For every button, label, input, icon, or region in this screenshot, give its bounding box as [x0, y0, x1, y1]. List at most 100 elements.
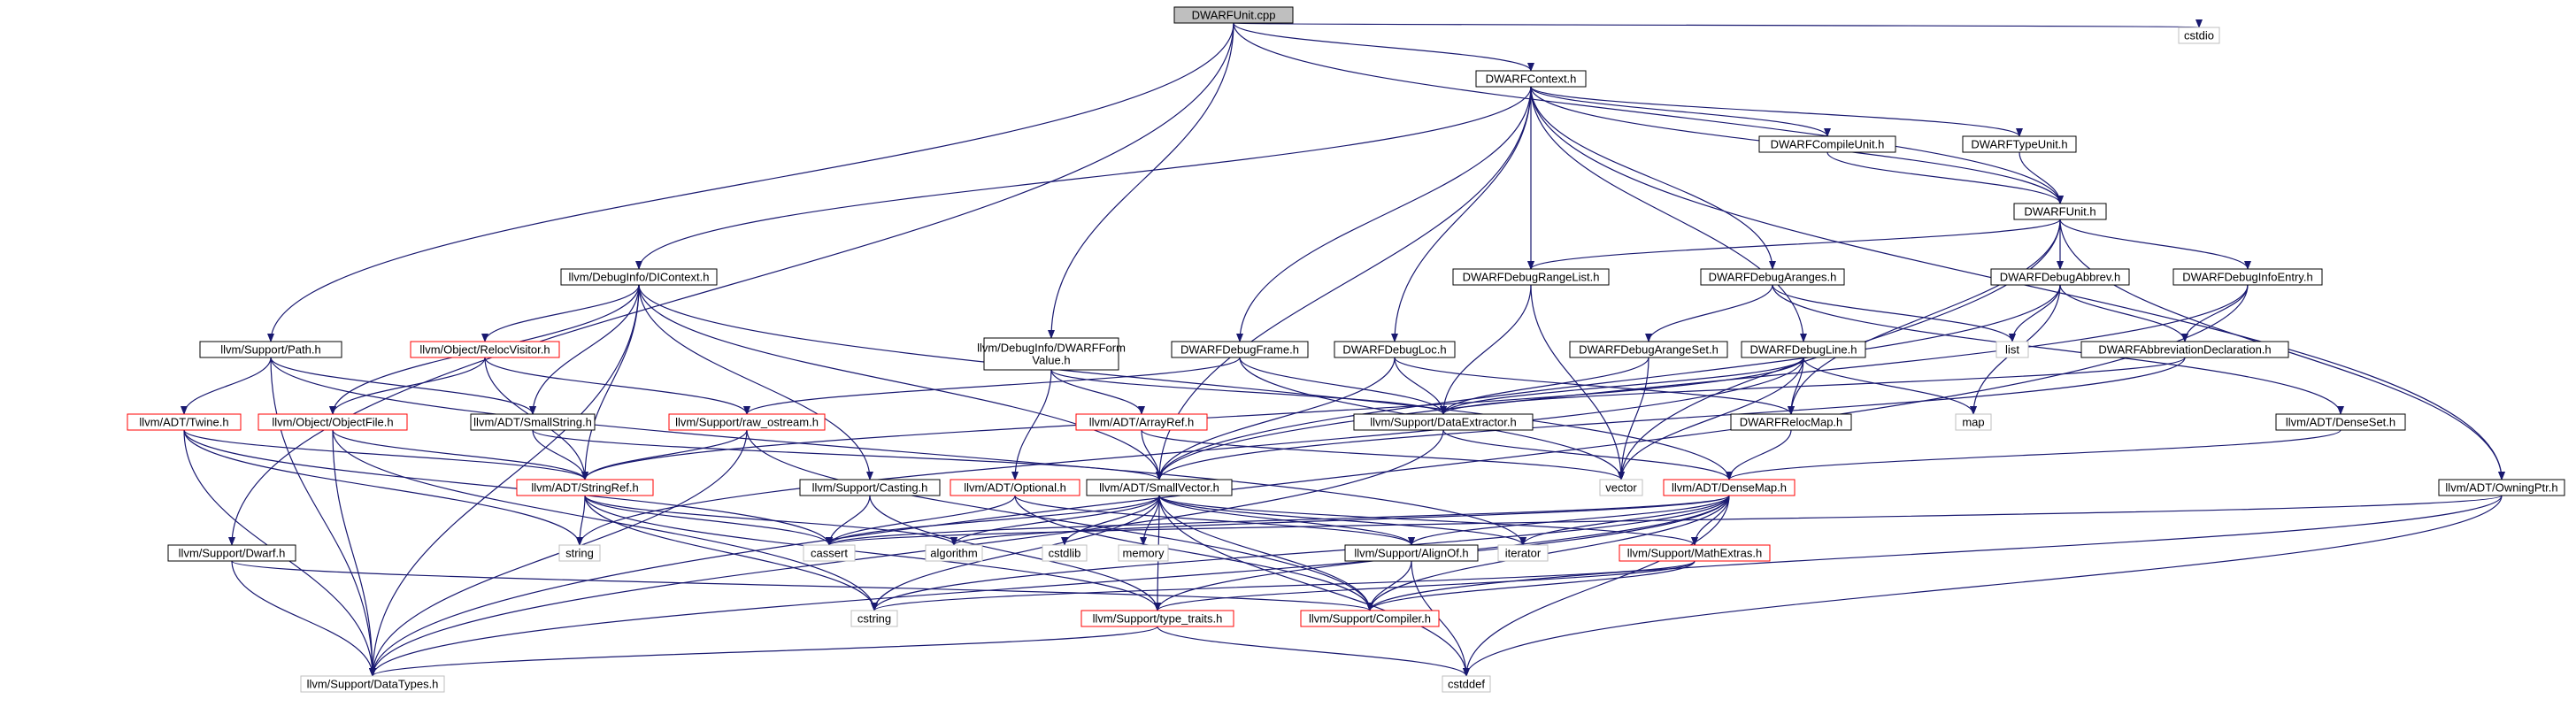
- node-box-loc: [1334, 341, 1456, 358]
- node-root[interactable]: DWARFUnit.cpp: [1173, 6, 1294, 24]
- edge-context-to-compileunit: [1530, 86, 1831, 137]
- node-label-denseset: llvm/ADT/DenseSet.h: [2286, 416, 2395, 429]
- node-label-smallstring: llvm/ADT/SmallString.h: [473, 416, 592, 429]
- node-box-relocmap: [1730, 413, 1852, 431]
- node-rangelist[interactable]: DWARFDebugRangeList.h: [1452, 268, 1610, 286]
- edge-infoentry-to-smallvector: [1156, 284, 2249, 480]
- node-box-optional: [950, 479, 1080, 496]
- edge-objectfile-to-cstring: [332, 429, 878, 611]
- edge-dataextractor-to-datatypes: [369, 429, 1444, 677]
- edge-root-to-formvalue: [1048, 22, 1234, 339]
- node-label-path: llvm/Support/Path.h: [220, 343, 320, 357]
- node-box-datatypes: [300, 675, 445, 693]
- edge-aranges-to-arangeset: [1645, 284, 1773, 342]
- node-box-stringref: [516, 479, 654, 496]
- node-box-objectfile: [258, 413, 408, 431]
- node-box-typeunit: [1962, 135, 2077, 153]
- node-objectfile[interactable]: llvm/Object/ObjectFile.h: [258, 413, 408, 431]
- node-dataextractor[interactable]: llvm/Support/DataExtractor.h: [1353, 413, 1534, 431]
- node-box-vector: [1599, 479, 1643, 496]
- edge-typetraits-to-datatypes: [369, 626, 1158, 677]
- node-alignof[interactable]: llvm/Support/AlignOf.h: [1344, 544, 1479, 562]
- node-compileunit[interactable]: DWARFCompileUnit.h: [1758, 135, 1896, 153]
- node-aranges[interactable]: DWARFDebugAranges.h: [1700, 268, 1845, 286]
- edge-root-to-unit: [1233, 22, 2064, 204]
- node-abbrevdecl[interactable]: DWARFAbbreviationDeclaration.h: [2080, 341, 2289, 358]
- edge-twine-to-string: [183, 429, 583, 546]
- node-label-line: DWARFDebugLine.h: [1750, 343, 1857, 357]
- node-layer: DWARFUnit.cppcstdioDWARFContext.hDWARFCo…: [127, 6, 2565, 693]
- edge-line-to-dataextractor: [1440, 357, 1804, 415]
- edge-mathextras-to-cstring: [871, 560, 1696, 611]
- edge-smallvector-to-cstring: [871, 495, 1160, 611]
- node-box-unit: [2013, 203, 2107, 220]
- edge-context-to-loc: [1391, 86, 1532, 342]
- node-stringref[interactable]: llvm/ADT/StringRef.h: [516, 479, 654, 496]
- edge-stringref-to-cassert: [584, 495, 833, 546]
- node-box-smallstring: [470, 413, 596, 431]
- node-box-iterator: [1497, 544, 1549, 562]
- edge-objectfile-to-datatypes: [332, 429, 376, 677]
- node-label-cstdlib: cstdlib: [1049, 547, 1081, 560]
- node-owningptr[interactable]: llvm/ADT/OwningPtr.h: [2438, 479, 2565, 496]
- node-relocvisitor[interactable]: llvm/Object/RelocVisitor.h: [410, 341, 560, 358]
- node-smallvector[interactable]: llvm/ADT/SmallVector.h: [1086, 479, 1233, 496]
- node-label-infoentry: DWARFDebugInfoEntry.h: [2182, 271, 2312, 284]
- node-twine[interactable]: llvm/ADT/Twine.h: [127, 413, 242, 431]
- node-typeunit[interactable]: DWARFTypeUnit.h: [1962, 135, 2077, 153]
- edge-optional-to-compiler: [1014, 495, 1373, 611]
- node-context[interactable]: DWARFContext.h: [1475, 70, 1587, 88]
- node-label-mathextras: llvm/Support/MathExtras.h: [1627, 547, 1762, 560]
- node-typetraits[interactable]: llvm/Support/type_traits.h: [1080, 610, 1234, 627]
- node-relocmap[interactable]: DWARFRelocMap.h: [1730, 413, 1852, 431]
- node-dicontext[interactable]: llvm/DebugInfo/DIContext.h: [560, 268, 718, 286]
- node-smallstring[interactable]: llvm/ADT/SmallString.h: [470, 413, 596, 431]
- edge-rawostream-to-stringref: [581, 429, 748, 480]
- node-box-infoentry: [2172, 268, 2323, 286]
- node-label-unit: DWARFUnit.h: [2024, 205, 2095, 219]
- node-arangeset[interactable]: DWARFDebugArangeSet.h: [1569, 341, 1728, 358]
- node-label-cstring: cstring: [857, 612, 891, 626]
- edge-stringref-to-algorithm: [584, 495, 957, 546]
- edge-root-to-dwarf: [228, 22, 1234, 546]
- node-box-arrayref: [1075, 413, 1208, 431]
- node-label-typeunit: DWARFTypeUnit.h: [1971, 138, 2067, 151]
- node-rawostream[interactable]: llvm/Support/raw_ostream.h: [668, 413, 826, 431]
- node-mathextras[interactable]: llvm/Support/MathExtras.h: [1619, 544, 1771, 562]
- node-box-cassert: [803, 544, 856, 562]
- node-optional[interactable]: llvm/ADT/Optional.h: [950, 479, 1080, 496]
- edge-owningptr-to-cstddef: [1463, 495, 2503, 677]
- node-box-smallvector: [1086, 479, 1233, 496]
- edge-optional-to-cassert: [826, 495, 1016, 546]
- edge-smallvector-to-compiler: [1158, 495, 1373, 611]
- node-line[interactable]: DWARFDebugLine.h: [1741, 341, 1866, 358]
- node-arrayref[interactable]: llvm/ADT/ArrayRef.h: [1075, 413, 1208, 431]
- edge-formvalue-to-arrayref: [1050, 369, 1145, 415]
- node-frame[interactable]: DWARFDebugFrame.h: [1171, 341, 1309, 358]
- node-path[interactable]: llvm/Support/Path.h: [199, 341, 342, 358]
- edge-optional-to-alignof: [1014, 495, 1415, 546]
- edge-mathextras-to-typetraits: [1154, 560, 1696, 611]
- node-abbrev[interactable]: DWARFDebugAbbrev.h: [1990, 268, 2130, 286]
- node-label-arrayref: llvm/ADT/ArrayRef.h: [1089, 416, 1194, 429]
- node-label-string: string: [565, 547, 594, 560]
- node-label-densemap: llvm/ADT/DenseMap.h: [1672, 481, 1787, 495]
- node-label-datatypes: llvm/Support/DataTypes.h: [307, 678, 439, 691]
- node-cstdlib: cstdlib: [1042, 544, 1088, 562]
- node-box-cstddef: [1442, 675, 1491, 693]
- node-string: string: [558, 544, 601, 562]
- node-denseset[interactable]: llvm/ADT/DenseSet.h: [2275, 413, 2406, 431]
- node-infoentry[interactable]: DWARFDebugInfoEntry.h: [2172, 268, 2323, 286]
- node-loc[interactable]: DWARFDebugLoc.h: [1334, 341, 1456, 358]
- node-box-owningptr: [2438, 479, 2565, 496]
- node-box-relocvisitor: [410, 341, 560, 358]
- node-unit[interactable]: DWARFUnit.h: [2013, 203, 2107, 220]
- node-casting[interactable]: llvm/Support/Casting.h: [799, 479, 941, 496]
- node-compiler[interactable]: llvm/Support/Compiler.h: [1300, 610, 1440, 627]
- node-label-root: DWARFUnit.cpp: [1192, 9, 1276, 22]
- edge-root-to-cstdio: [1233, 19, 2200, 28]
- node-dwarf[interactable]: llvm/Support/Dwarf.h: [167, 544, 296, 562]
- node-densemap[interactable]: llvm/ADT/DenseMap.h: [1663, 479, 1796, 496]
- edge-dwarf-to-datatypes: [231, 560, 376, 677]
